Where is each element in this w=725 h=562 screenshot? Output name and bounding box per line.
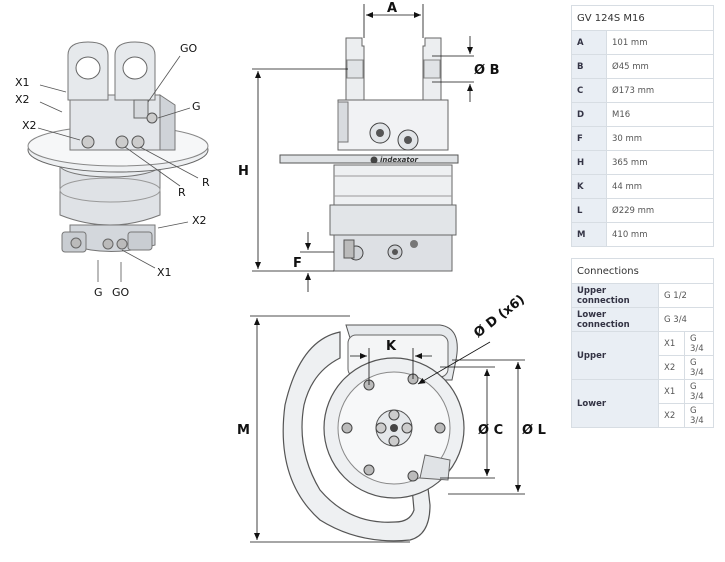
dim-d: Ø D (x6): [471, 292, 528, 341]
callout-x1-top: X1: [15, 76, 30, 89]
callout-r-lower: R: [178, 186, 186, 199]
conn-port: X1: [658, 331, 685, 356]
conn-port: X1: [658, 379, 685, 404]
conn-value: G 1/2: [658, 283, 714, 308]
model-title: GV 124S M16: [571, 5, 714, 31]
callout-r-right: R: [202, 176, 210, 189]
conn-value: G 3/4: [684, 403, 714, 428]
dim-a: A: [387, 1, 397, 16]
callout-x2-bottom: X2: [192, 214, 207, 227]
spec-value: Ø45 mm: [606, 54, 714, 79]
dim-k: K: [386, 339, 397, 354]
conn-group-upper: Upper: [571, 331, 659, 380]
spec-key: B: [571, 54, 607, 79]
dim-b: Ø B: [474, 63, 500, 78]
spec-value: 44 mm: [606, 174, 714, 199]
technical-drawing: X1 X2 X2 GO G R R X2 X1 G GO indexator: [15, 1, 546, 543]
spec-key: F: [571, 126, 607, 151]
spec-key: H: [571, 150, 607, 175]
conn-value: G 3/4: [684, 331, 714, 356]
conn-row-lower-x1: Lower X1 G 3/4: [571, 379, 714, 428]
spec-value: 365 mm: [606, 150, 714, 175]
spec-value: 410 mm: [606, 222, 714, 247]
callout-x2-top: X2: [15, 93, 30, 106]
callout-go-bottom: GO: [112, 286, 130, 299]
spec-table-header: GV 124S M16: [571, 5, 714, 31]
dim-m: M: [237, 423, 250, 438]
dim-f: F: [293, 256, 302, 271]
conn-value: G 3/4: [684, 379, 714, 404]
callout-x1-bottom: X1: [157, 266, 172, 279]
dim-h: H: [238, 164, 249, 179]
spec-value: Ø173 mm: [606, 78, 714, 103]
conn-row-upper-x2: X2 G 3/4: [572, 355, 714, 380]
spec-key: D: [571, 102, 607, 127]
svg-text:indexator: indexator: [380, 156, 419, 164]
spec-value: 30 mm: [606, 126, 714, 151]
dim-c: Ø C: [478, 423, 503, 438]
spec-key: K: [571, 174, 607, 199]
spec-key: A: [571, 30, 607, 55]
conn-port: X2: [658, 355, 685, 380]
spec-key: M: [571, 222, 607, 247]
conn-port: X2: [658, 403, 685, 428]
brand-logo: indexator: [370, 156, 419, 164]
conn-row-upper-x1: Upper X1 G 3/4: [571, 331, 714, 380]
connections-title: Connections: [571, 258, 714, 284]
conn-label: Lower connection: [571, 307, 659, 332]
callout-g-right: G: [192, 100, 201, 113]
callout-g-bottom: G: [94, 286, 103, 299]
conn-value: G 3/4: [658, 307, 714, 332]
spec-key: C: [571, 78, 607, 103]
dim-l: Ø L: [522, 423, 546, 438]
conn-group-lower: Lower: [571, 379, 659, 428]
conn-row-lower-x2: X2 G 3/4: [572, 403, 714, 428]
conn-row-upper-connection: Upper connection G 1/2: [571, 283, 714, 308]
spec-value: 101 mm: [606, 30, 714, 55]
spec-value: Ø229 mm: [606, 198, 714, 223]
iso-leaders: [37, 55, 199, 282]
callout-go-top: GO: [180, 42, 198, 55]
conn-label: Upper connection: [571, 283, 659, 308]
front-view: indexator: [279, 37, 459, 272]
spec-key: L: [571, 198, 607, 223]
conn-row-lower-connection: Lower connection G 3/4: [571, 307, 714, 332]
isometric-rotator-view: [27, 41, 209, 253]
connections-table: Connections Upper connection G 1/2 Lower…: [571, 258, 714, 428]
spec-value: M16: [606, 102, 714, 127]
front-dimension-lines: [252, 4, 474, 292]
callout-x2-side: X2: [22, 119, 37, 132]
connections-header: Connections: [571, 258, 714, 284]
conn-value: G 3/4: [684, 355, 714, 380]
top-view: [282, 324, 465, 542]
top-dimension-lines: [250, 315, 525, 543]
